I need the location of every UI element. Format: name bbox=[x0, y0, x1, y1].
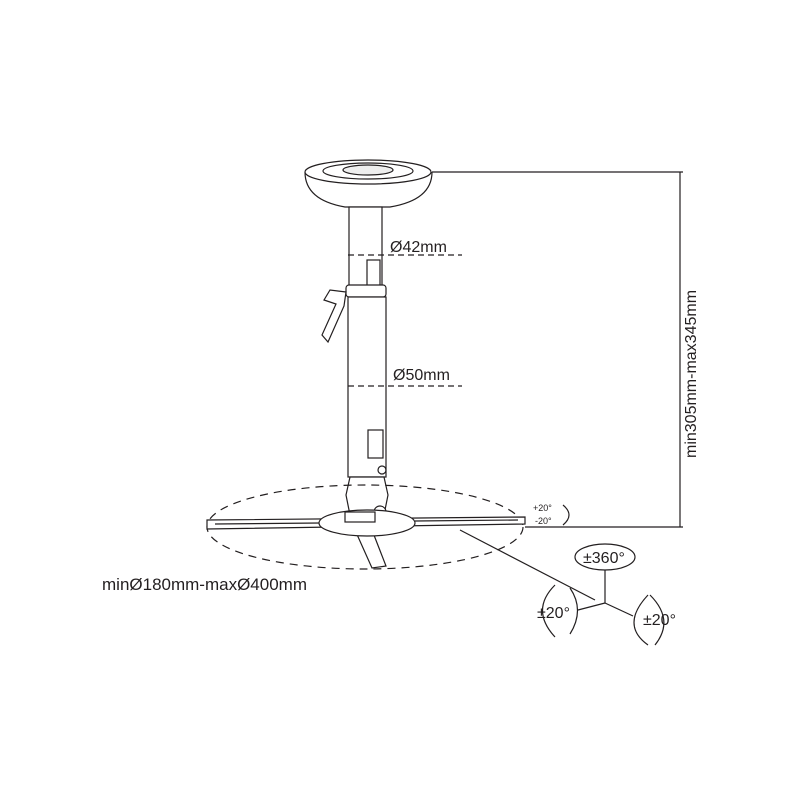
height-label: min305mm-max345mm bbox=[683, 290, 700, 458]
inner-diameter-label: Ø42mm bbox=[390, 239, 447, 256]
arm-span-label: minØ180mm-maxØ400mm bbox=[102, 575, 307, 594]
tilt-arc bbox=[562, 504, 570, 526]
collar bbox=[345, 284, 387, 298]
outer-tube bbox=[347, 296, 387, 478]
outer-diameter-label: Ø50mm bbox=[393, 367, 450, 384]
lock-lever bbox=[321, 289, 347, 344]
inner-tube bbox=[348, 206, 383, 290]
leader-line bbox=[459, 529, 596, 601]
ceiling-plate bbox=[304, 159, 433, 208]
tilt-minus-label: -20° bbox=[535, 516, 552, 526]
swivel-label: ±360° bbox=[583, 550, 625, 567]
tilt-left-label: ±20° bbox=[537, 605, 570, 622]
mounting-arms bbox=[206, 509, 526, 569]
outer-tube-slot bbox=[367, 429, 384, 459]
rotation-axes bbox=[542, 543, 665, 646]
tilt-plus-label: +20° bbox=[533, 503, 552, 513]
screw bbox=[377, 465, 387, 475]
tilt-right-label: ±20° bbox=[643, 612, 676, 629]
